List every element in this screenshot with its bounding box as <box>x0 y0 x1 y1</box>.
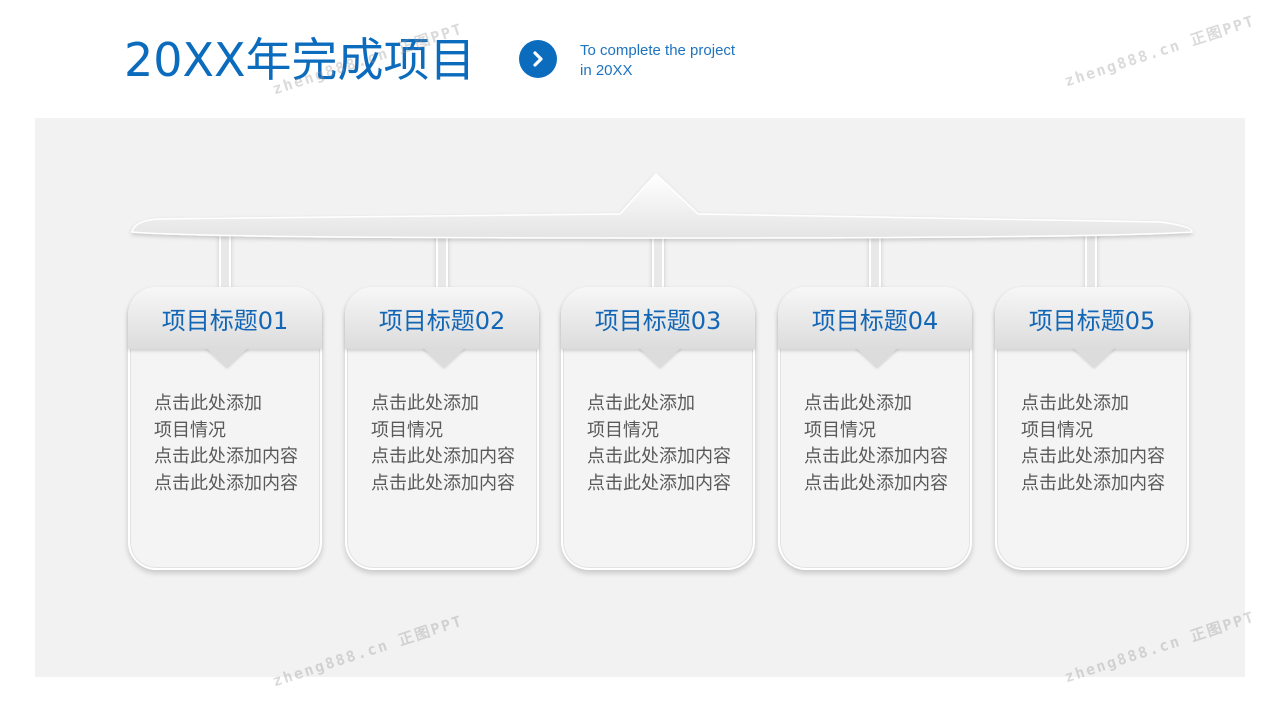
card-line: 项目情况 <box>1021 419 1093 441</box>
card-line: 点击此处添加内容 <box>587 446 731 467</box>
card-notch <box>1072 347 1116 367</box>
card-line: 点击此处添加 <box>587 393 695 414</box>
card-line: 点击此处添加内容 <box>371 472 515 494</box>
card-notch <box>638 347 682 367</box>
card-line: 点击此处添加内容 <box>1021 446 1165 467</box>
card-line: 项目情况 <box>804 419 876 441</box>
card-line: 点击此处添加内容 <box>587 472 731 494</box>
card-title-3: 项目标题03 <box>561 287 755 349</box>
project-card-5: 项目标题05 点击此处添加 项目情况 点击此处添加内容 点击此处添加内容 <box>995 287 1189 570</box>
card-line: 项目情况 <box>154 419 226 441</box>
card-notch <box>855 347 899 367</box>
project-card-3: 项目标题03 点击此处添加 项目情况 点击此处添加内容 点击此处添加内容 <box>561 287 755 570</box>
card-line: 项目情况 <box>371 419 443 441</box>
card-line: 项目情况 <box>587 419 659 441</box>
card-body-3: 点击此处添加 项目情况 点击此处添加内容 点击此处添加内容 <box>587 391 731 497</box>
card-notch <box>205 347 249 367</box>
card-body-4: 点击此处添加 项目情况 点击此处添加内容 点击此处添加内容 <box>804 391 948 497</box>
card-line: 点击此处添加 <box>804 393 912 414</box>
card-line: 点击此处添加内容 <box>804 446 948 467</box>
card-body-1: 点击此处添加 项目情况 点击此处添加内容 点击此处添加内容 <box>154 391 298 497</box>
card-title-5: 项目标题05 <box>995 287 1189 349</box>
card-title-1: 项目标题01 <box>128 287 322 349</box>
card-line: 点击此处添加内容 <box>371 446 515 467</box>
card-line: 点击此处添加 <box>154 393 262 414</box>
subtitle-line-2: in 20XX <box>580 62 633 79</box>
subtitle-line-1: To complete the project <box>580 42 736 59</box>
project-card-4: 项目标题04 点击此处添加 项目情况 点击此处添加内容 点击此处添加内容 <box>778 287 972 570</box>
card-line: 点击此处添加 <box>1021 393 1129 414</box>
card-line: 点击此处添加内容 <box>1021 472 1165 494</box>
card-title-4: 项目标题04 <box>778 287 972 349</box>
chevron-right-icon <box>519 40 557 78</box>
card-body-2: 点击此处添加 项目情况 点击此处添加内容 点击此处添加内容 <box>371 391 515 497</box>
card-notch <box>422 347 466 367</box>
page-subtitle: To complete the project in 20XX <box>580 41 800 81</box>
card-line: 点击此处添加内容 <box>154 472 298 494</box>
card-line: 点击此处添加内容 <box>804 472 948 494</box>
watermark: zheng888.cn 正图PPT <box>1062 11 1258 91</box>
card-line: 点击此处添加内容 <box>154 446 298 467</box>
card-body-5: 点击此处添加 项目情况 点击此处添加内容 点击此处添加内容 <box>1021 391 1165 497</box>
card-title-2: 项目标题02 <box>345 287 539 349</box>
page-title: 20XX年完成项目 <box>124 33 476 87</box>
project-card-2: 项目标题02 点击此处添加 项目情况 点击此处添加内容 点击此处添加内容 <box>345 287 539 570</box>
card-line: 点击此处添加 <box>371 393 479 414</box>
project-card-1: 项目标题01 点击此处添加 项目情况 点击此处添加内容 点击此处添加内容 <box>128 287 322 570</box>
